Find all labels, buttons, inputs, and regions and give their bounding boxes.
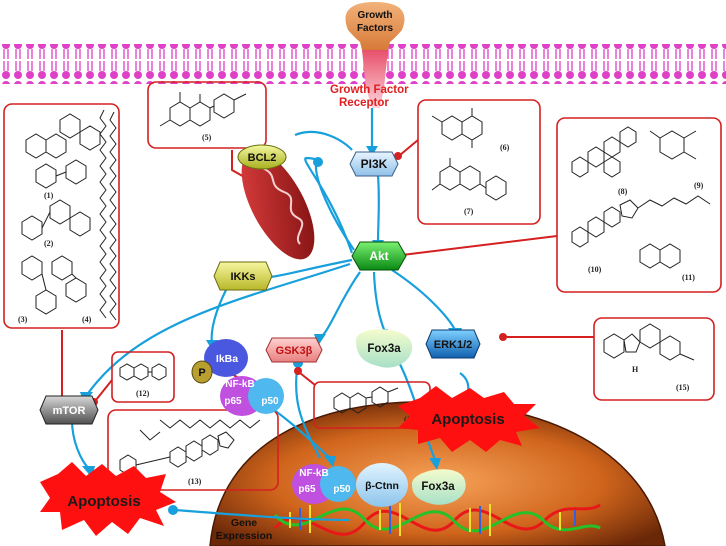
p65-label: p65 bbox=[224, 396, 242, 407]
compound-box-12: (12) bbox=[111, 351, 175, 403]
nfkb-label: NF-kB bbox=[225, 379, 254, 390]
compound-box-13: (13) bbox=[107, 409, 279, 491]
compound-box-5: (5) bbox=[147, 81, 267, 149]
compound-box-8-11: (8) (9) (10) (11) bbox=[556, 117, 722, 293]
bcl2-node bbox=[237, 144, 287, 170]
ikks-label: IKKs bbox=[230, 271, 255, 283]
growth-factors-label-1: Growth bbox=[358, 10, 393, 21]
compound-box-1-4: (1) (2) (3) (4) bbox=[3, 103, 120, 329]
compound-13-label: (13) bbox=[188, 477, 202, 486]
beta-catenin-label: β-Ctnn bbox=[365, 480, 399, 492]
compound-11-label: (11) bbox=[682, 273, 695, 282]
compound-2-label: (2) bbox=[44, 239, 54, 248]
nuclear-nfkb-complex bbox=[292, 464, 356, 504]
compound-12-label: (12) bbox=[136, 389, 150, 398]
compound-1-label: (1) bbox=[44, 191, 54, 200]
compound-3-label: (3) bbox=[18, 315, 28, 324]
gsk3b-label: GSK3β bbox=[276, 345, 313, 357]
phospho-node bbox=[191, 360, 213, 384]
mitochondria bbox=[241, 150, 315, 260]
compound-6-label: (6) bbox=[500, 143, 510, 152]
compound-15-nh: H bbox=[632, 365, 639, 374]
compound-box-15: H (15) bbox=[593, 317, 715, 401]
apoptosis-label-left: Apoptosis bbox=[67, 493, 140, 510]
growth-factors bbox=[345, 2, 405, 50]
ikba-node bbox=[204, 339, 248, 377]
dna-helix bbox=[273, 503, 601, 536]
mtor-node bbox=[39, 395, 99, 425]
compound-4-label: (4) bbox=[82, 315, 92, 324]
apoptosis-burst-left bbox=[40, 462, 176, 536]
ikks-node bbox=[213, 261, 273, 291]
pi3k-label: PI3K bbox=[361, 157, 388, 171]
erk-node bbox=[425, 329, 481, 359]
nuclear-p50-label: p50 bbox=[333, 484, 351, 495]
growth-factor-receptor bbox=[362, 50, 388, 108]
fox3a-node bbox=[356, 329, 413, 368]
bcl2-label: BCL2 bbox=[248, 152, 277, 164]
compound-9-label: (9) bbox=[694, 181, 704, 190]
nuclear-nfkb-label: NF-kB bbox=[299, 468, 328, 479]
pi3k-node bbox=[349, 151, 399, 177]
akt-label: Akt bbox=[369, 249, 388, 263]
compound-box-6-7: (6) (7) bbox=[417, 99, 541, 225]
compound-7-label: (7) bbox=[464, 207, 474, 216]
inhibition-lines bbox=[58, 139, 594, 411]
nuclear-fox3a-node bbox=[411, 469, 466, 505]
erk-label: ERK1/2 bbox=[434, 339, 473, 351]
gsk3b-node bbox=[265, 337, 323, 363]
p50-label: p50 bbox=[261, 396, 279, 407]
apoptosis-label-right: Apoptosis bbox=[431, 411, 504, 428]
akt-node bbox=[351, 241, 407, 271]
compound-8-label: (8) bbox=[618, 187, 628, 196]
fox3a-label: Fox3a bbox=[367, 343, 401, 355]
compound-10-label: (10) bbox=[588, 265, 602, 274]
nuclear-p65-label: p65 bbox=[298, 484, 316, 495]
gene-expression-label-2: Expression bbox=[216, 530, 273, 542]
growth-factors-label-2: Factors bbox=[357, 23, 394, 34]
mtor-label: mTOR bbox=[53, 405, 86, 417]
phospho-label: P bbox=[198, 367, 205, 379]
receptor-label-2: Receptor bbox=[339, 97, 389, 109]
receptor-label-1: Growth Factor bbox=[330, 84, 409, 96]
gene-expression-label-1: Gene bbox=[231, 517, 257, 529]
beta-catenin-node bbox=[356, 463, 408, 507]
nfkb-complex bbox=[220, 376, 284, 416]
compound-15-label: (15) bbox=[676, 383, 690, 392]
apoptosis-burst-right bbox=[398, 386, 540, 452]
compound-5-label: (5) bbox=[202, 133, 212, 142]
ikba-label: IkBa bbox=[216, 353, 238, 365]
nuclear-fox3a-label: Fox3a bbox=[421, 481, 455, 493]
